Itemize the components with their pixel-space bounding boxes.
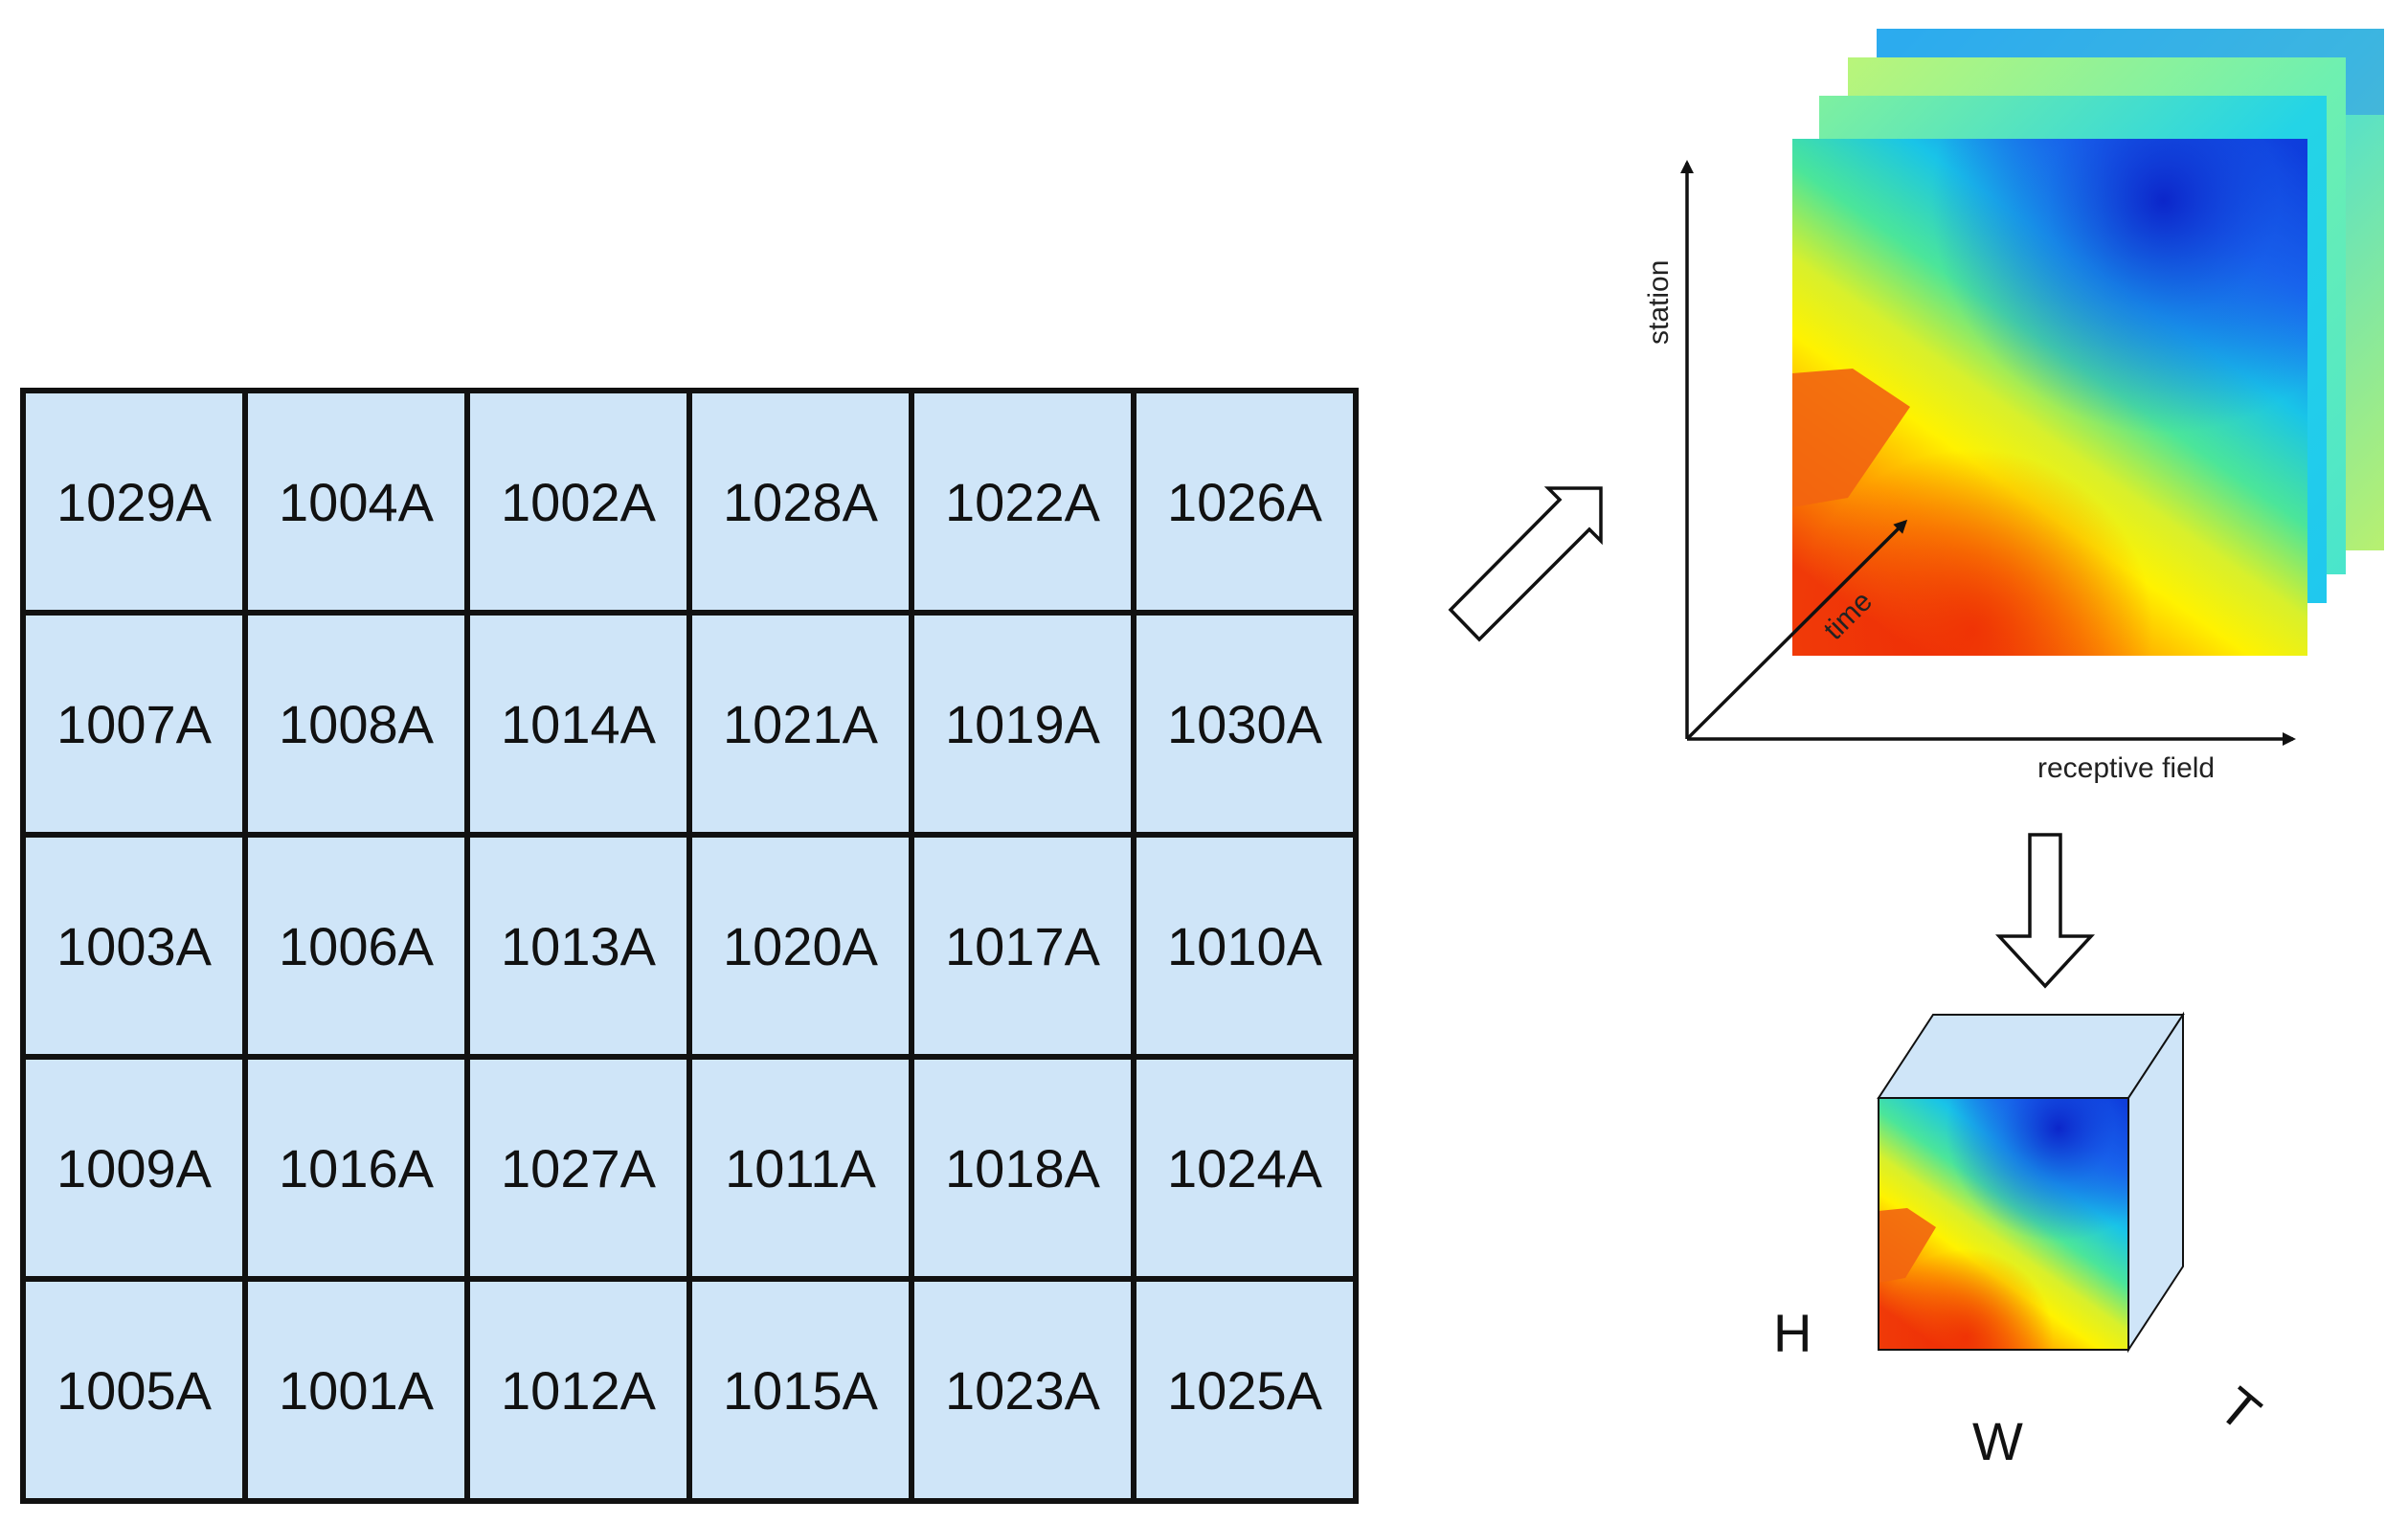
station-id-label: 1014A	[501, 694, 657, 754]
station-id-label: 1004A	[279, 472, 435, 532]
grid-cell: 1020A	[686, 832, 914, 1060]
grid-cell: 1028A	[686, 388, 914, 616]
grid-cell: 1003A	[20, 832, 248, 1060]
station-id-label: 1002A	[501, 472, 657, 532]
station-id-label: 1009A	[56, 1138, 213, 1198]
grid-cell: 1006A	[242, 832, 470, 1060]
station-id-label: 1011A	[725, 1138, 876, 1198]
grid-cell: 1008A	[242, 610, 470, 838]
grid-cell-box	[20, 388, 248, 616]
grid-cell: 1004A	[242, 388, 470, 616]
grid-cell: 1011A	[686, 1054, 914, 1282]
grid-cell-box	[1131, 610, 1359, 838]
cube-label-h: H	[1773, 1303, 1812, 1363]
grid-cell-box	[1131, 388, 1359, 616]
grid-cell: 1030A	[1131, 610, 1359, 838]
grid-cell: 1021A	[686, 610, 914, 838]
grid-cell-box	[1131, 1276, 1359, 1504]
station-id-label: 1007A	[56, 694, 213, 754]
station-id-label: 1018A	[945, 1138, 1101, 1198]
station-id-label: 1024A	[1167, 1138, 1323, 1198]
heatmap-layer-front	[1792, 139, 2307, 656]
station-id-label: 1017A	[945, 916, 1101, 976]
grid-cell-box	[909, 832, 1136, 1060]
grid-cell-box	[20, 1054, 248, 1282]
grid-cell: 1005A	[20, 1276, 248, 1504]
hollow-arrow-down-icon	[1995, 833, 2095, 989]
station-id-label: 1026A	[1167, 472, 1323, 532]
grid-cell-box	[686, 832, 914, 1060]
grid-cell-box	[242, 610, 470, 838]
station-id-label: 1010A	[1167, 916, 1323, 976]
grid-cell-box	[242, 388, 470, 616]
grid-cell: 1007A	[20, 610, 248, 838]
grid-cell: 1022A	[909, 388, 1136, 616]
grid-cell: 1017A	[909, 832, 1136, 1060]
station-id-label: 1016A	[279, 1138, 435, 1198]
grid-cell: 1023A	[909, 1276, 1136, 1504]
grid-cell-box	[20, 1276, 248, 1504]
station-id-label: 1020A	[723, 916, 879, 976]
grid-cell: 1012A	[464, 1276, 692, 1504]
grid-cell-box	[1131, 1054, 1359, 1282]
station-id-label: 1013A	[501, 916, 657, 976]
grid-cell-box	[464, 1054, 692, 1282]
grid-cell: 1024A	[1131, 1054, 1359, 1282]
grid-cell-box	[686, 1276, 914, 1504]
grid-cell: 1029A	[20, 388, 248, 616]
grid-cell-box	[686, 610, 914, 838]
station-id-label: 1029A	[56, 472, 213, 532]
cube-front-face	[1878, 1097, 2129, 1351]
station-grid: 1029A 1004A 1002A 1028A 1022A 1026A 1007A 1008A…	[20, 388, 1359, 1504]
station-id-label: 1021A	[723, 694, 879, 754]
grid-cell: 1009A	[20, 1054, 248, 1282]
station-id-label: 1001A	[279, 1360, 435, 1421]
station-id-label: 1030A	[1167, 694, 1323, 754]
station-id-label: 1006A	[279, 916, 435, 976]
grid-cell: 1013A	[464, 832, 692, 1060]
grid-cell: 1016A	[242, 1054, 470, 1282]
grid-cell: 1014A	[464, 610, 692, 838]
heatmap-stack	[1792, 29, 2384, 656]
cube-label-t: T	[2208, 1376, 2272, 1443]
station-id-label: 1005A	[56, 1360, 213, 1421]
grid-cell-box	[1131, 832, 1359, 1060]
grid-cell-box	[242, 832, 470, 1060]
grid-cell: 1027A	[464, 1054, 692, 1282]
feature-cube: H W T	[1773, 1011, 2272, 1471]
grid-cell: 1015A	[686, 1276, 914, 1504]
hollow-arrow-up-right-icon	[1448, 486, 1603, 642]
cube-label-w: W	[1972, 1411, 2023, 1471]
station-id-label: 1019A	[945, 694, 1101, 754]
station-id-label: 1022A	[945, 472, 1101, 532]
station-id-label: 1003A	[56, 916, 213, 976]
station-id-label: 1015A	[723, 1360, 879, 1421]
grid-cell-box	[242, 1054, 470, 1282]
axis-label-receptive-field: receptive field	[2037, 752, 2215, 784]
axis-label-station: station	[1643, 260, 1675, 345]
grid-cell-box	[909, 1276, 1136, 1504]
grid-cell: 1026A	[1131, 388, 1359, 616]
axes: station time receptive field	[1643, 160, 2296, 784]
grid-cell: 1019A	[909, 610, 1136, 838]
station-id-label: 1025A	[1167, 1360, 1323, 1421]
grid-cell-box	[909, 1054, 1136, 1282]
axis-time-line	[1685, 519, 1908, 741]
station-id-label: 1023A	[945, 1360, 1101, 1421]
grid-cell: 1001A	[242, 1276, 470, 1504]
grid-cell: 1002A	[464, 388, 692, 616]
station-id-label: 1008A	[279, 694, 435, 754]
station-id-label: 1027A	[501, 1138, 657, 1198]
grid-cell-box	[464, 1276, 692, 1504]
grid-cell: 1025A	[1131, 1276, 1359, 1504]
station-id-label: 1028A	[723, 472, 879, 532]
grid-cell-box	[686, 1054, 914, 1282]
grid-cell: 1018A	[909, 1054, 1136, 1282]
station-id-label: 1012A	[501, 1360, 657, 1421]
grid-cell: 1010A	[1131, 832, 1359, 1060]
